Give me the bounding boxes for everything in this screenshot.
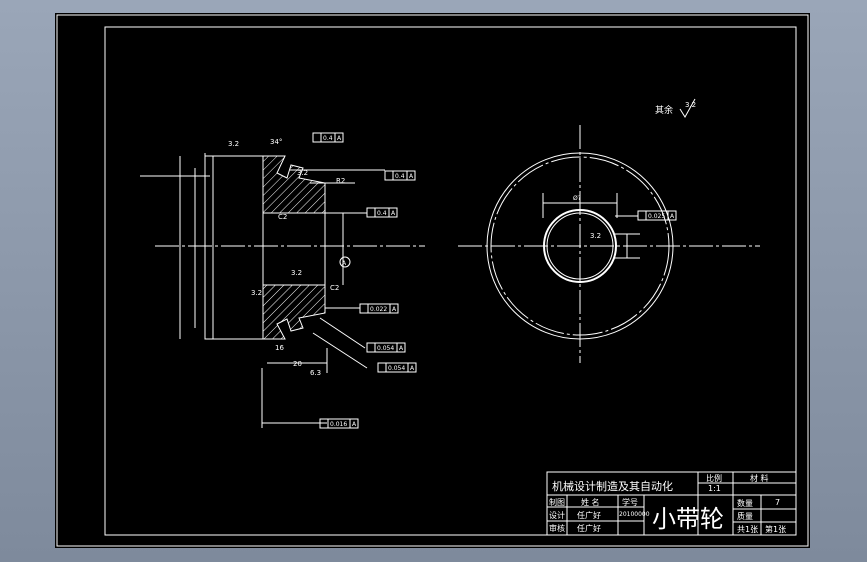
general-roughness-note: 其余	[655, 104, 673, 116]
keyway-tolerance-frame: 0.025 A	[637, 210, 677, 221]
material-label: 材 料	[750, 474, 769, 483]
roughness-label-c: 3.2	[251, 289, 262, 297]
drawing-sheet: 34° 3.2 3.2 3.2 3.2 6.3 C2 C2 R2 16 20 A…	[55, 13, 810, 548]
part-name: 小带轮	[652, 505, 724, 533]
tolerance-frame-4: 0.022 A	[359, 303, 399, 314]
svg-text:A: A	[392, 306, 397, 313]
review-label: 审核	[549, 524, 565, 533]
keyway-width-label: Ø?	[573, 195, 581, 202]
svg-text:0.4: 0.4	[323, 135, 333, 142]
tolerance-frame-1: 0.4 A	[312, 132, 344, 143]
svg-text:A: A	[391, 210, 396, 217]
draft-angle-label: 34°	[270, 138, 282, 146]
quantity-value: 7	[775, 498, 781, 507]
bore-circle	[543, 209, 617, 283]
title-block	[546, 471, 797, 536]
svg-text:A: A	[337, 135, 342, 142]
radius-label: R2	[336, 177, 345, 185]
section-view	[140, 153, 425, 428]
name-label: 姓 名	[581, 498, 600, 507]
student-id-value: 20100000	[619, 511, 650, 518]
student-id-label: 学号	[622, 498, 638, 507]
svg-text:0.4: 0.4	[377, 210, 387, 217]
roughness-label-e: 6.3	[310, 369, 321, 377]
sheets-total: 共1张	[737, 525, 759, 534]
quantity-label: 数量	[737, 499, 753, 508]
weight-label: 质量	[737, 512, 753, 521]
drawn-label: 制图	[549, 498, 565, 507]
groove-dim-2: 20	[293, 360, 302, 368]
svg-text:A: A	[399, 345, 404, 352]
svg-text:0.054: 0.054	[388, 365, 405, 372]
bore-inner-circle	[546, 212, 614, 280]
sheet-number: 第1张	[765, 525, 787, 534]
svg-text:A: A	[670, 213, 675, 220]
design-name: 任广好	[577, 511, 601, 520]
svg-text:0.016: 0.016	[330, 421, 347, 428]
tolerance-frame-7: 0.016 A	[265, 418, 359, 429]
review-name: 任广好	[577, 524, 601, 533]
datum-label: A	[342, 260, 347, 267]
scale-value: 1:1	[708, 484, 721, 493]
tolerance-frame-2: 0.4 A	[384, 170, 416, 181]
inner-frame	[104, 26, 797, 536]
tolerance-frame-3: 0.4 A	[366, 207, 398, 218]
roughness-label-b: 3.2	[291, 269, 302, 277]
svg-text:0.054: 0.054	[377, 345, 394, 352]
drawing-canvas: 34° 3.2 3.2 3.2 3.2 6.3 C2 C2 R2 16 20 A…	[56, 14, 809, 547]
svg-text:A: A	[409, 173, 414, 180]
hub-outline	[204, 155, 264, 340]
outer-frame	[56, 14, 809, 547]
scale-label: 比例	[706, 474, 722, 483]
chamfer-label-2: C2	[330, 284, 339, 292]
groove-dim-1: 16	[275, 344, 284, 352]
svg-text:0.4: 0.4	[395, 173, 405, 180]
roughness-symbol-icon	[679, 98, 696, 118]
datum-A-symbol	[339, 256, 351, 268]
front-view	[458, 125, 760, 363]
keyway	[615, 233, 628, 259]
svg-text:0.025: 0.025	[648, 213, 665, 220]
roughness-label-d: 3.2	[297, 169, 308, 177]
pitch-circle	[490, 156, 670, 336]
general-roughness-value: 3.2	[685, 101, 696, 109]
tolerance-frame-6: 0.054 A	[377, 362, 417, 373]
design-label: 设计	[549, 511, 565, 520]
svg-text:A: A	[410, 365, 415, 372]
svg-text:A: A	[352, 421, 357, 428]
institution-title: 机械设计制造及其自动化	[552, 480, 673, 493]
front-roughness-label: 3.2	[590, 232, 601, 240]
roughness-label-a: 3.2	[228, 140, 239, 148]
outer-circle	[486, 152, 674, 340]
upper-hatch	[262, 155, 326, 214]
lower-hatch	[262, 284, 326, 340]
chamfer-label-1: C2	[278, 213, 287, 221]
svg-text:0.022: 0.022	[370, 306, 387, 313]
tolerance-frame-5: 0.054 A	[366, 342, 406, 353]
